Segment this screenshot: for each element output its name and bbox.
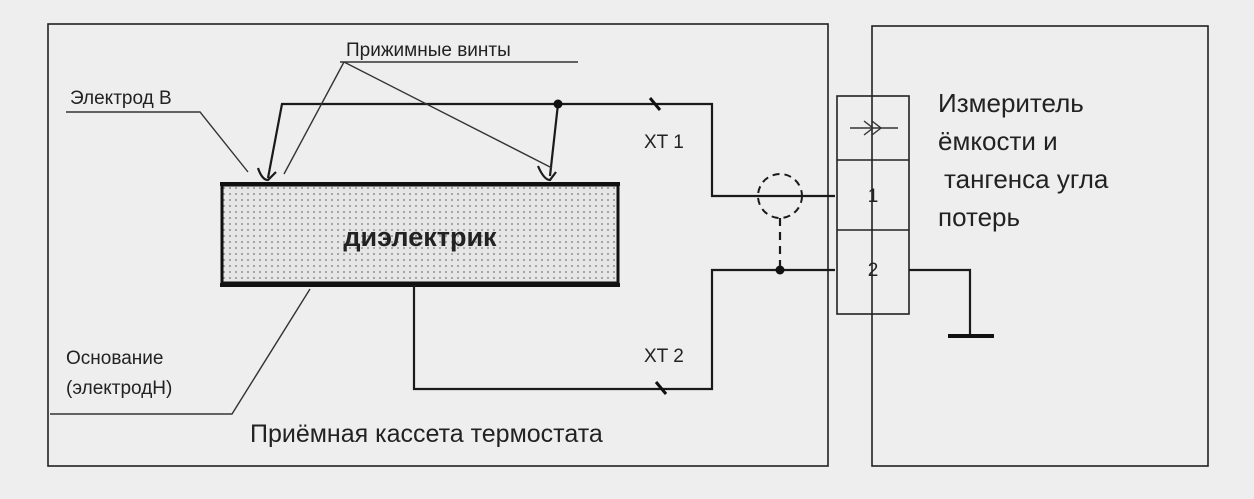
- thermostat-cassette-frame: [47, 23, 829, 467]
- meter-connector-block: [836, 95, 910, 315]
- base-label-line2: (электродН): [66, 378, 172, 399]
- base-label-line1: Основание: [66, 348, 163, 369]
- electrode-b-leader: [66, 111, 249, 173]
- connector-symbol-icon: [850, 120, 898, 136]
- upper-wire: [266, 102, 835, 198]
- lower-wire: [412, 268, 835, 391]
- screws-leader-left: [283, 61, 345, 175]
- electrode-b-label: Электрод В: [70, 88, 172, 109]
- meter-title-line1: Измеритель: [938, 88, 1084, 118]
- screw-right-hook: [536, 165, 557, 182]
- dielectric-label: диэлектрик: [343, 222, 497, 252]
- cassette-title: Приёмная кассета термостата: [250, 420, 603, 448]
- xt1-label: XT 1: [644, 132, 684, 153]
- meter-title-line4: потерь: [938, 202, 1020, 232]
- terminal-1-label: 1: [868, 186, 879, 207]
- base-leader: [50, 288, 311, 415]
- dielectric-sample: [220, 183, 620, 285]
- meter-frame: [871, 25, 1209, 467]
- meter-title-line2: ёмкости и: [938, 126, 1058, 156]
- screw-left-hook: [256, 167, 277, 182]
- cable-shield-icon: [757, 173, 803, 219]
- screw-right-wire: [548, 103, 560, 177]
- xt2-label: XT 2: [644, 346, 684, 367]
- xt1-terminal-mark: [648, 97, 662, 111]
- ground-wire: [909, 268, 972, 334]
- screws-leader-right: [343, 61, 553, 169]
- upper-junction-dot: [553, 99, 563, 109]
- lower-junction-dot: [775, 265, 785, 275]
- pressure-screws-label: Прижимные винты: [346, 40, 511, 61]
- xt2-terminal-mark: [654, 381, 668, 395]
- terminal-2-label: 2: [868, 260, 879, 281]
- meter-title-line3: тангенса угла: [944, 164, 1109, 194]
